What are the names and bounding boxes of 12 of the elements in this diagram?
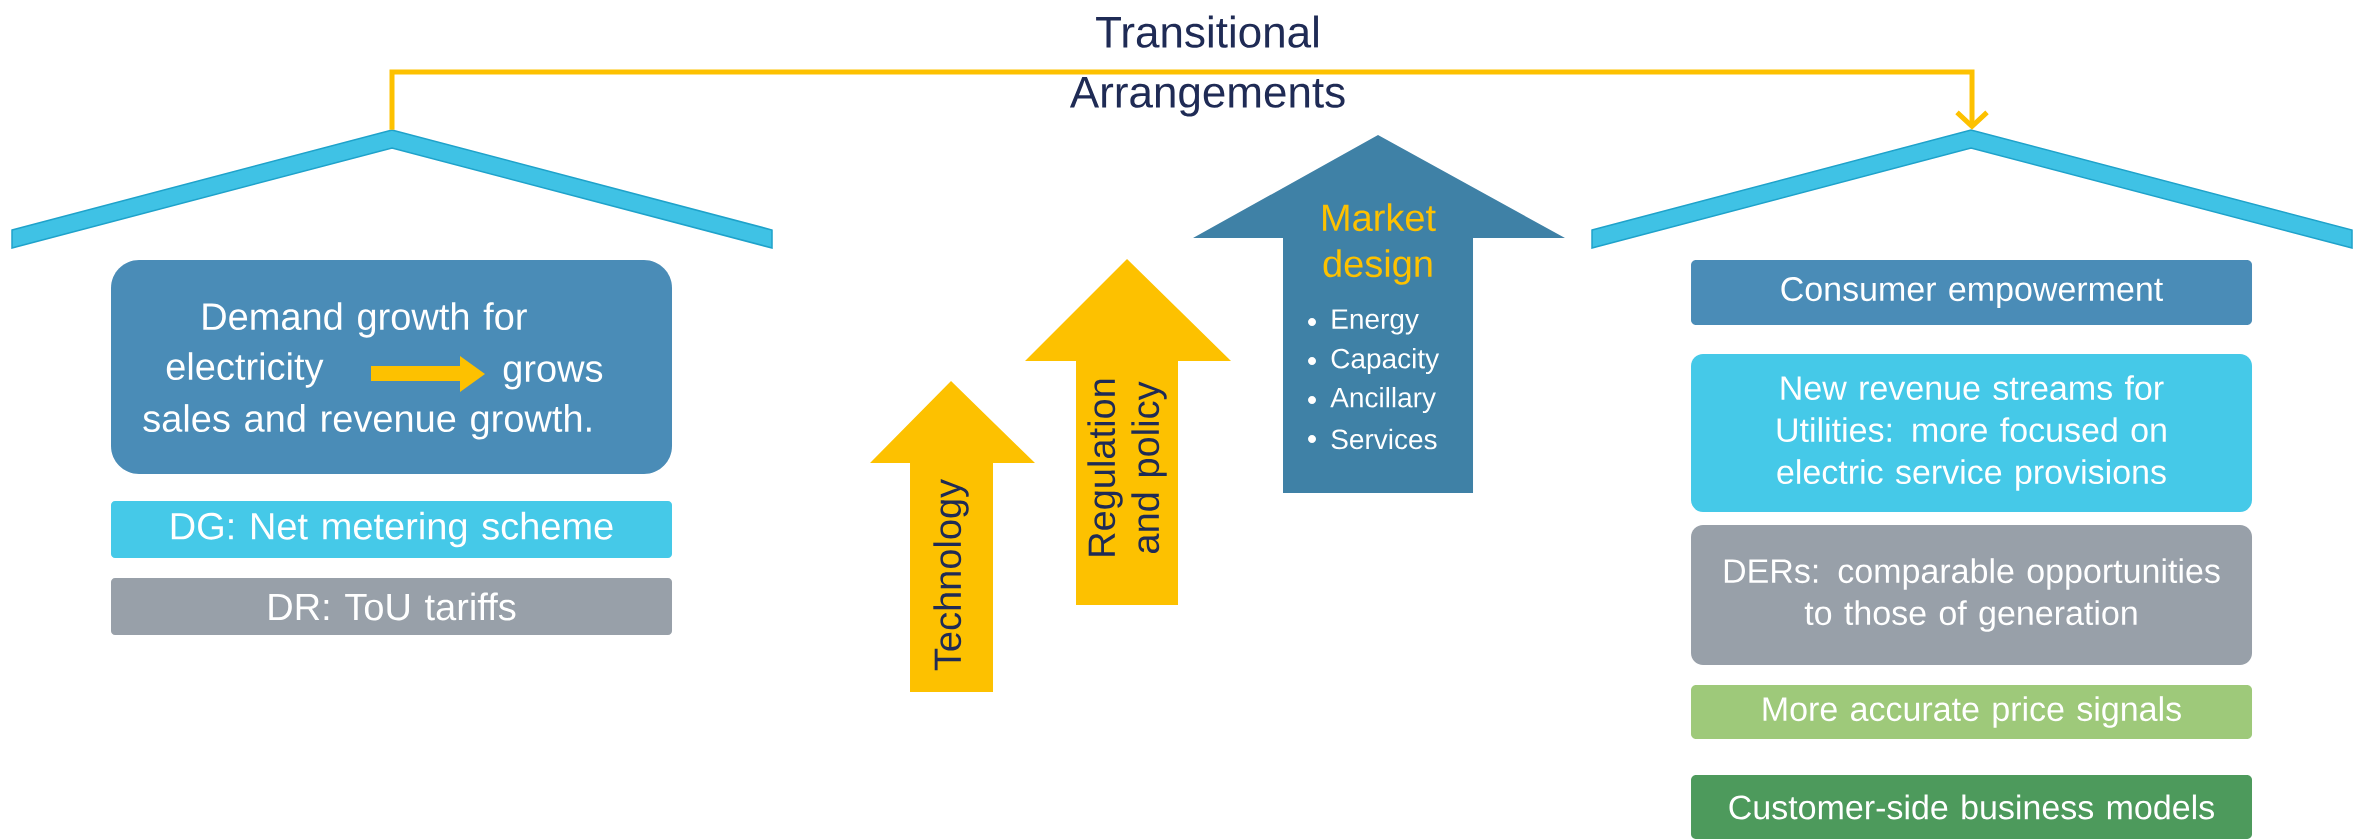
text-box: Customer-side business models	[1691, 775, 2252, 839]
text-box: DR: ToU tariffs	[111, 578, 672, 635]
bracket-arrow	[389, 69, 1989, 130]
roof-drawing	[11, 129, 773, 249]
title: Transitional Arrangements	[1069, 15, 1345, 117]
text-box: New revenue streams for Utilities: more focused on electric service provisions	[1691, 354, 2252, 512]
text-box: DG: Net metering scheme	[111, 501, 672, 558]
text-box: DERs: comparable opportunities to those of generation	[1691, 525, 2252, 665]
text-box: More accurate price signals	[1691, 685, 2252, 739]
text-box: Demand growth for electricity grows sales and revenue growth.	[111, 260, 672, 474]
text-box: Consumer empowerment	[1691, 260, 2252, 325]
roof-drawing	[1591, 129, 2353, 249]
